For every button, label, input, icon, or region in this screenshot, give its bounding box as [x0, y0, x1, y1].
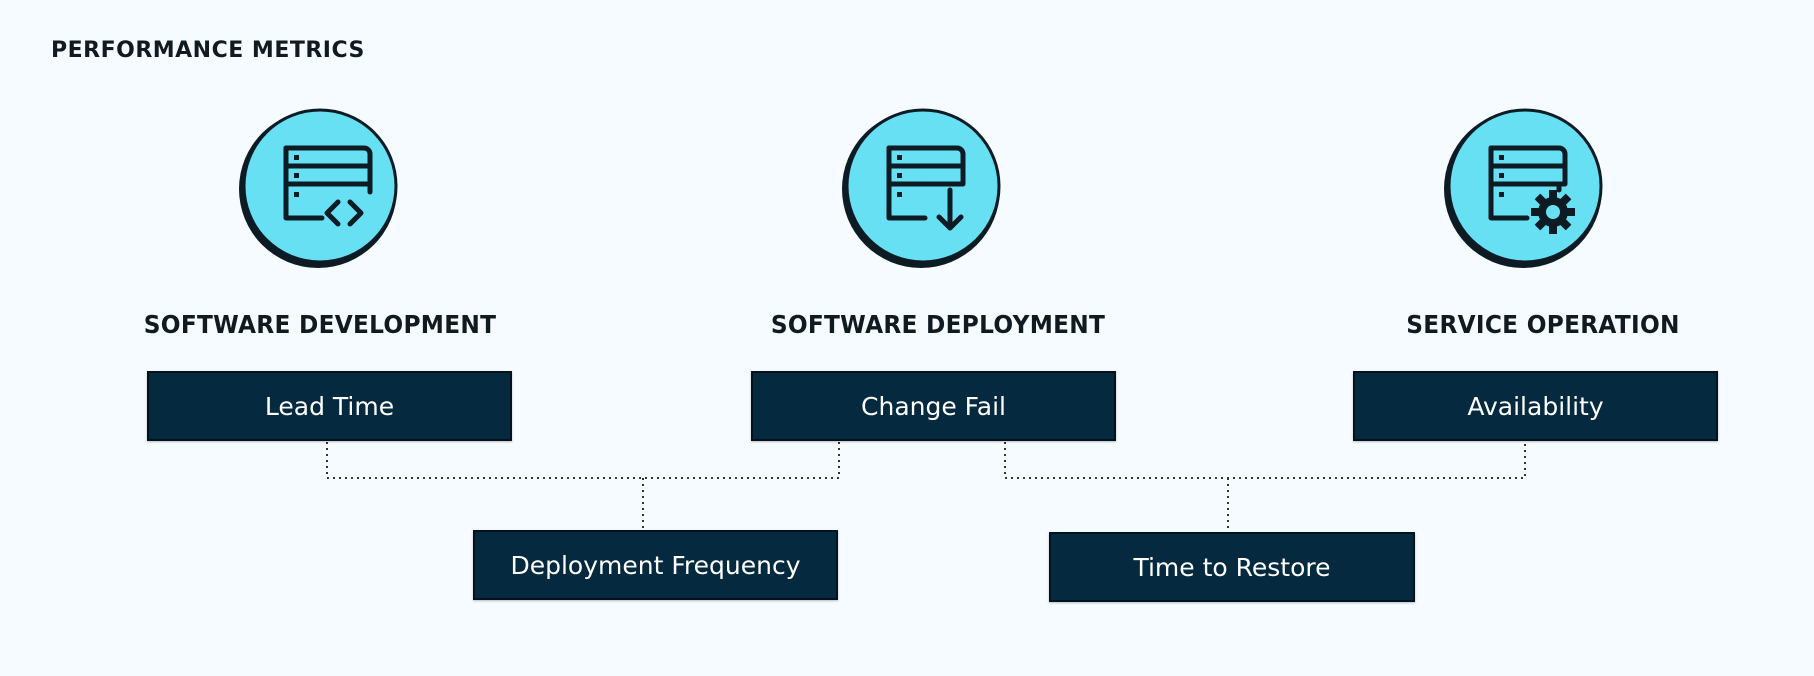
metric-label: Time to Restore: [1133, 552, 1331, 582]
category-title: SERVICE OPERATION: [1406, 310, 1680, 339]
server-code-icon: [239, 108, 398, 268]
connector-change-fail-to-time-to-restore: [1004, 442, 1526, 530]
metric-availability: Availability: [1353, 371, 1718, 441]
metric-label: Lead Time: [264, 391, 395, 421]
metric-label: Change Fail: [861, 391, 1006, 421]
metric-deployment-frequency: Deployment Frequency: [473, 530, 838, 600]
metric-label: Availability: [1467, 391, 1604, 421]
metric-time-to-restore: Time to Restore: [1049, 532, 1415, 602]
metric-label: Deployment Frequency: [510, 550, 801, 580]
server-download-icon: [842, 108, 1001, 268]
metric-lead-time: Lead Time: [147, 371, 512, 441]
metric-change-fail: Change Fail: [751, 371, 1116, 441]
connector-lead-time-to-deployment-frequency: [326, 442, 840, 528]
page-title: PERFORMANCE METRICS: [51, 38, 365, 63]
category-title: SOFTWARE DEVELOPMENT: [143, 310, 497, 339]
category-title: SOFTWARE DEPLOYMENT: [770, 310, 1106, 339]
server-gear-icon: [1444, 108, 1603, 268]
